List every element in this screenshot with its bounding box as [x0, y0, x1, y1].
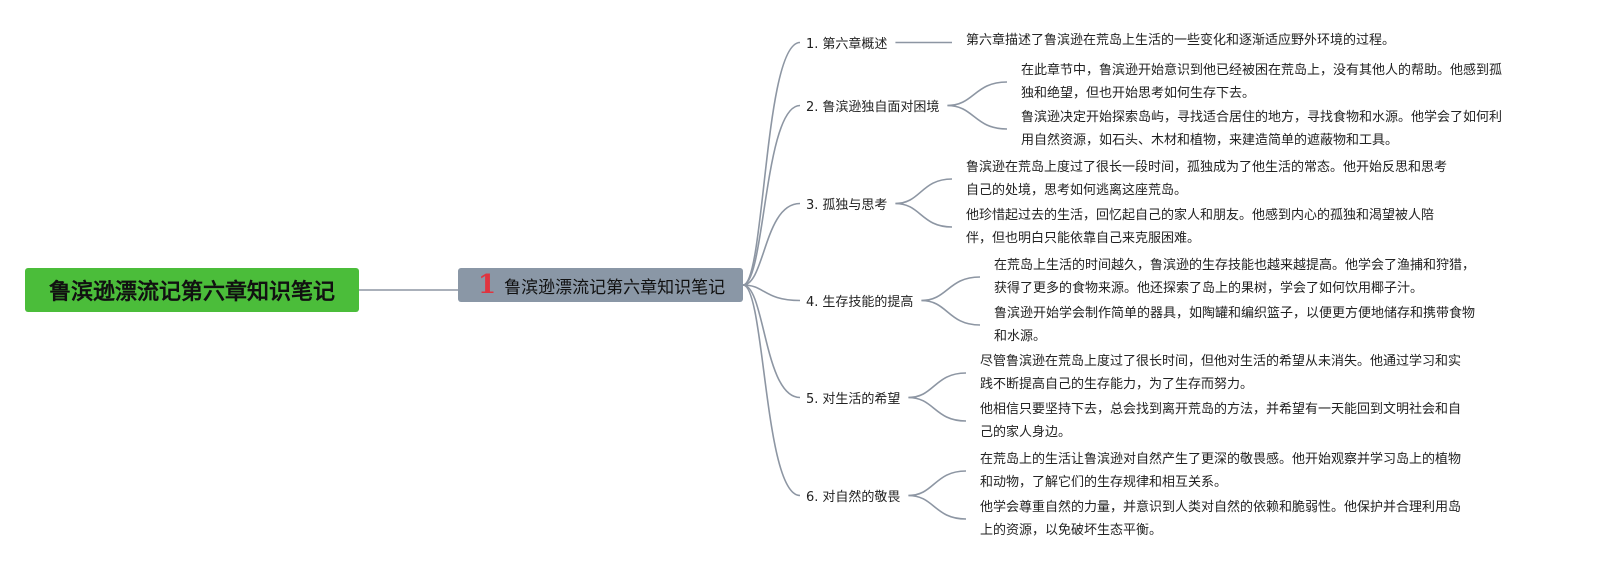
note-item[interactable]: 尽管鲁滨逊在荒岛上度过了很长时间，但他对生活的希望从未消失。他通过学习和实践不断… [980, 354, 1462, 392]
branch-reverence-for-nature[interactable]: 6.对自然的敬畏 [806, 486, 900, 505]
branch-label: 生存技能的提高 [822, 295, 914, 310]
branch-index: 2. [806, 100, 819, 115]
branch-label: 第六章概述 [822, 37, 888, 52]
branch-hope-for-life[interactable]: 5.对生活的希望 [806, 388, 900, 407]
branch-index: 6. [806, 490, 819, 505]
note-item[interactable]: 在此章节中，鲁滨逊开始意识到他已经被困在荒岛上，没有其他人的帮助。他感到孤独和绝… [1021, 63, 1503, 101]
center-to-branch-link [742, 41, 801, 286]
branch-to-note-link [895, 202, 953, 228]
note-item[interactable]: 鲁滨逊在荒岛上度过了很长一段时间，孤独成为了他生活的常态。他开始反思和思考自己的… [966, 160, 1448, 198]
branch-to-note-link [921, 276, 981, 302]
branch-label: 对自然的敬畏 [822, 490, 901, 505]
branch-to-note-link [947, 81, 1008, 107]
center-to-branch-link [742, 104, 801, 286]
branch-to-note-link [908, 396, 967, 422]
central-topic[interactable]: 1 鲁滨逊漂流记第六章知识笔记 [458, 268, 743, 302]
branch-label: 对生活的希望 [822, 392, 901, 407]
branch-label: 鲁滨逊独自面对困境 [822, 100, 940, 115]
center-to-branch-link [742, 284, 801, 399]
note-item[interactable]: 他珍惜起过去的生活，回忆起自己的家人和朋友。他感到内心的孤独和渴望被人陪伴，但也… [966, 208, 1435, 246]
note-item[interactable]: 在荒岛上的生活让鲁滨逊对自然产生了更深的敬畏感。他开始观察并学习岛上的植物和动物… [980, 452, 1462, 490]
branch-facing-hardship[interactable]: 2.鲁滨逊独自面对困境 [806, 96, 939, 115]
note-item[interactable]: 在荒岛上生活的时间越久，鲁滨逊的生存技能也越来越提高。他学会了渔捕和狩猎，获得了… [994, 258, 1476, 296]
branch-label: 孤独与思考 [822, 198, 888, 213]
note-item[interactable]: 第六章描述了鲁滨逊在荒岛上生活的一些变化和逐渐适应野外环境的过程。 [966, 33, 1396, 48]
center-to-branch-link [742, 202, 801, 286]
branch-to-note-link [921, 299, 981, 326]
branch-to-note-link [895, 178, 953, 205]
center-to-branch-link [742, 284, 801, 302]
branch-index: 5. [806, 392, 819, 407]
center-to-branch-link [742, 284, 801, 497]
branch-overview[interactable]: 1.第六章概述 [806, 33, 887, 52]
branch-survival-skills[interactable]: 4.生存技能的提高 [806, 291, 913, 310]
note-item[interactable]: 他学会尊重自然的力量，并意识到人类对自然的依赖和脆弱性。他保护并合理利用岛上的资… [980, 500, 1462, 538]
branch-to-note-link [908, 470, 967, 497]
topic-number-badge: 1 [478, 270, 497, 300]
branch-to-note-link [908, 372, 967, 399]
root-topic[interactable]: 鲁滨逊漂流记第六章知识笔记 [25, 268, 359, 312]
note-item[interactable]: 他相信只要坚持下去，总会找到离开荒岛的方法，并希望有一天能回到文明社会和自己的家… [980, 402, 1462, 440]
branch-index: 4. [806, 295, 819, 310]
note-item[interactable]: 鲁滨逊开始学会制作简单的器具，如陶罐和编织篮子，以便更方便地储存和携带食物和水源… [994, 306, 1476, 344]
branch-index: 3. [806, 198, 819, 213]
note-item[interactable]: 鲁滨逊决定开始探索岛屿，寻找适合居住的地方，寻找食物和水源。他学会了如何利用自然… [1021, 110, 1503, 148]
branch-to-note-link [908, 494, 967, 520]
root-topic-label: 鲁滨逊漂流记第六章知识笔记 [48, 280, 335, 305]
central-topic-label: 鲁滨逊漂流记第六章知识笔记 [504, 277, 726, 298]
branch-loneliness-reflection[interactable]: 3.孤独与思考 [806, 194, 887, 213]
branch-index: 1. [806, 37, 819, 52]
branch-to-note-link [947, 104, 1008, 130]
